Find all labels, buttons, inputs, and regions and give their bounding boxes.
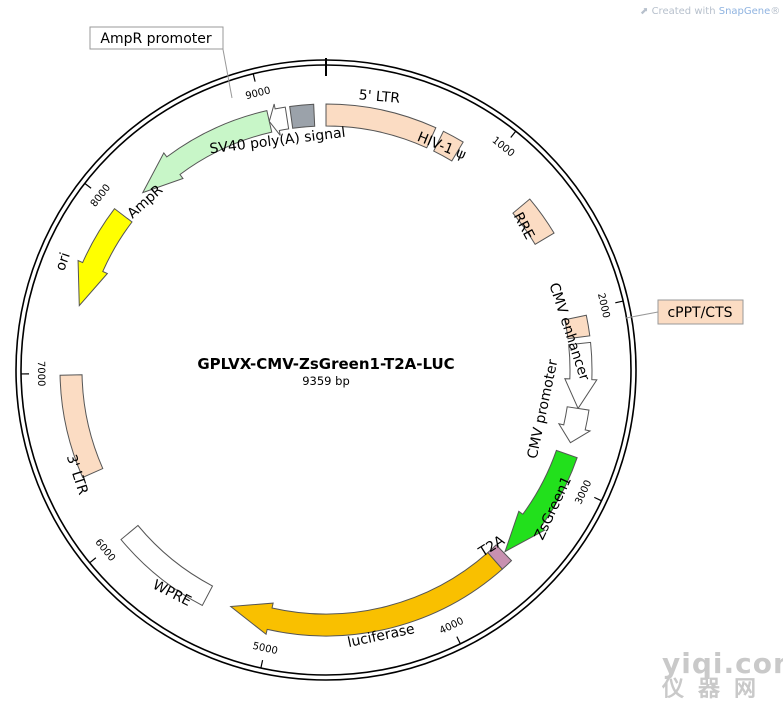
features	[59, 103, 598, 637]
plasmid-backbone	[15, 58, 637, 681]
feature-cmv_prom[interactable]	[557, 406, 592, 444]
tick-mark	[510, 130, 517, 138]
cppt-leader	[625, 311, 659, 319]
tick-label: 3000	[573, 479, 594, 507]
feature-cppt[interactable]	[564, 314, 591, 340]
tick-mark	[252, 73, 256, 82]
tick-mark	[260, 660, 264, 669]
feature-luciferase[interactable]	[229, 551, 504, 637]
tick-mark	[84, 182, 92, 189]
label-cmv-promoter[interactable]: CMV promoter	[525, 358, 562, 460]
tick-label: 2000	[595, 292, 611, 319]
feature-ltr3[interactable]	[59, 374, 104, 479]
feature-ori[interactable]	[77, 207, 133, 307]
label-cppt-cts[interactable]: cPPT/CTS	[667, 305, 732, 321]
label-ori[interactable]: ori	[53, 250, 74, 272]
tick-mark	[594, 496, 602, 502]
feature-sv40pa[interactable]	[289, 103, 316, 129]
corner-logo: yiqi.com 仪器网	[662, 650, 783, 705]
plasmid-name: GPLVX-CMV-ZsGreen1-T2A-LUC	[197, 355, 454, 373]
tick-label: 1000	[490, 135, 517, 159]
tick-label: 6000	[92, 537, 117, 564]
feature-ltr5[interactable]	[325, 103, 437, 149]
tick-mark	[615, 300, 624, 304]
tick-label: 8000	[89, 182, 113, 209]
label-5-ltr[interactable]: 5' LTR	[358, 87, 401, 107]
feature-ampr_prom[interactable]	[268, 103, 290, 136]
label-ampr-promoter[interactable]: AmpR promoter	[100, 31, 211, 47]
tick-label: 9000	[244, 85, 271, 102]
ampr-promoter-callout-box	[89, 26, 224, 50]
snapgene-watermark: ⬈ Created with SnapGene®	[640, 6, 780, 17]
snapgene-logo-icon: ⬈	[640, 6, 649, 17]
tick-label: 4000	[438, 616, 466, 637]
map-center-text: GPLVX-CMV-ZsGreen1-T2A-LUC 9359 bp	[197, 355, 454, 388]
watermark-brand: SnapGene	[718, 6, 771, 17]
corner-logo-line2: 仪器网	[662, 677, 771, 702]
feature-cmv_enh[interactable]	[564, 341, 598, 410]
watermark-prefix: Created with	[651, 6, 719, 17]
callout-labels: AmpR promoter cPPT/CTS	[89, 26, 744, 325]
tick-mark	[89, 557, 97, 564]
corner-logo-line1: yiqi.com	[662, 647, 783, 680]
cppt-callout-box	[657, 299, 744, 325]
feature-wpre[interactable]	[120, 524, 214, 607]
feature-ampr[interactable]	[141, 110, 273, 194]
tick-label: 5000	[251, 641, 278, 657]
feature-zsgreen1[interactable]	[504, 449, 578, 553]
tick-mark	[456, 636, 461, 645]
feature-hiv1psi[interactable]	[433, 130, 464, 162]
watermark-mark: ®	[770, 6, 781, 17]
tick-label: 7000	[35, 361, 46, 387]
ampr-promoter-leader	[221, 43, 233, 99]
feature-rre[interactable]	[512, 198, 555, 246]
plasmid-size: 9359 bp	[302, 374, 350, 388]
